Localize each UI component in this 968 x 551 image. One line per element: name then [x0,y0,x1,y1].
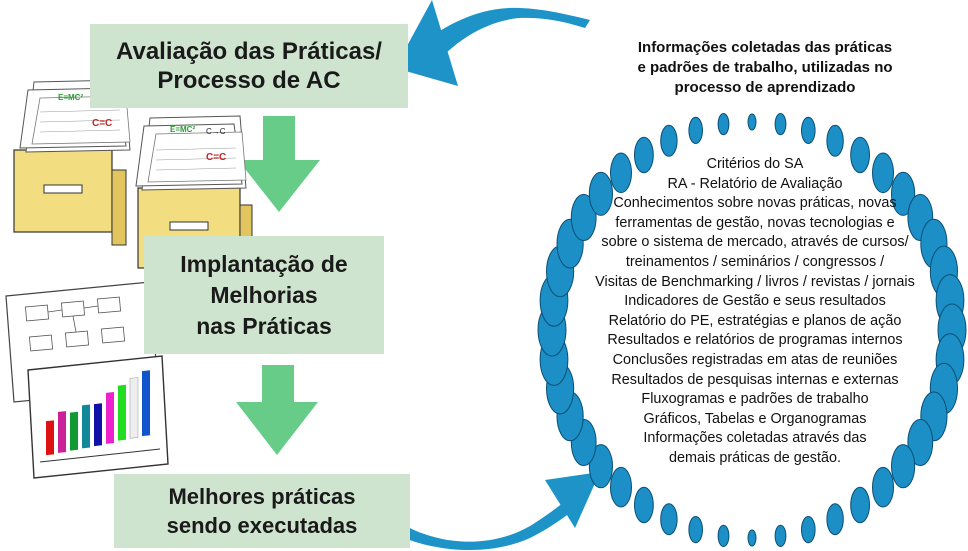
ring-bead [872,152,894,194]
ring-bead [634,486,654,524]
evaluation-box: Avaliação das Práticas/ Processo de AC [90,24,408,108]
ring-bead [774,524,787,548]
ring-item: ferramentas de gestão, novas tecnologias… [615,214,895,231]
evaluation-line-2: Processo de AC [157,67,341,94]
best-practices-line-2: sendo executadas [166,513,358,538]
ring-item: Relatório do PE, estratégias e planos de… [608,312,902,329]
ring-bead [872,466,894,508]
ring-bead [801,116,816,144]
ring-bead [850,136,870,174]
ring-item: treinamentos / seminários / congressos / [625,253,885,270]
ring-bead [907,418,934,467]
ring-item: Indicadores de Gestão e seus resultados [624,293,886,310]
ring-bead [826,124,844,157]
ring-bead [660,503,678,536]
ring-bead [717,524,730,548]
ring-bead [588,444,614,489]
file-label-eq: C=C [92,118,112,129]
ring-item: Fluxogramas e padrões de trabalho [641,391,869,408]
ring-bead [570,193,597,242]
file-label-emc2-2: E=MC² [170,125,195,134]
implementation-line-3: nas Práticas [196,312,332,339]
ring-item: sobre o sistema de mercado, através de c… [601,234,909,251]
ring-text-list: Critérios do SA RA - Relatório de Avalia… [570,155,940,469]
ring-bead [891,171,916,216]
caption-line-1: Informações coletadas das práticas [637,39,893,56]
ring-item: Resultados de pesquisas internas e exter… [611,371,899,388]
ring-item: demais práticas de gestão. [669,449,841,466]
drawer-right: E=MC² C→C C=C [135,115,253,274]
ring-bead [826,503,844,536]
ring-item: Visitas de Benchmarking / livros / revis… [595,273,915,290]
implementation-line-1: Implantação de [180,250,348,277]
ring-item: Conhecimentos sobre novas práticas, nova… [613,195,897,212]
ring-bead [747,529,757,547]
file-label-eq-2: C=C [206,152,226,163]
ring-bead [717,113,730,136]
flow-arrow-1 [238,116,320,212]
file-label-arrow-2: C→C [206,127,226,136]
file-label-emc2: E=MC² [58,93,83,102]
ring-item: RA - Relatório de Avaliação [667,175,843,192]
bottom-cycle-arrow [404,472,600,551]
ring-bead [688,116,704,144]
ring-bead [610,152,632,194]
bead-ring [537,113,967,548]
evaluation-line-1: Avaliação das Práticas/ [116,38,382,65]
ring-bead [891,444,916,489]
caption-line-3: processo de aprendizado [674,79,856,96]
ring-bead [850,486,870,524]
ring-bead [801,516,816,544]
ring-bead [688,516,704,544]
best-practices-box: Melhores práticas sendo executadas [114,474,410,548]
ring-bead [610,466,632,508]
ring-bead [634,136,654,174]
file-drawer-icon: E=MC² C→C C=C E=MC² C→C C=C [13,79,253,274]
top-cycle-arrow [395,0,590,86]
ring-bead [660,124,678,157]
bar-chart-sheet-icon [27,355,169,479]
best-practices-line-1: Melhores práticas [168,484,356,509]
ring-bead [588,171,614,216]
implementation-box: Implantação de Melhorias nas Práticas [144,236,384,354]
implementation-line-2: Melhorias [210,281,318,308]
ring-item: Conclusões registradas em atas de reuniõ… [612,351,898,368]
ring-item: Resultados e relatórios de programas int… [607,332,903,349]
caption: Informações coletadas das práticas e pad… [585,38,945,98]
ring-item: Informações coletadas através das [643,430,867,447]
ring-item: Critérios do SA [706,156,804,172]
ring-bead [747,113,757,131]
flow-arrow-2 [236,365,318,455]
ring-item: Gráficos, Tabelas e Organogramas [643,410,867,427]
caption-line-2: e padrões de trabalho, utilizadas no [637,59,893,76]
ring-bead [774,113,787,136]
